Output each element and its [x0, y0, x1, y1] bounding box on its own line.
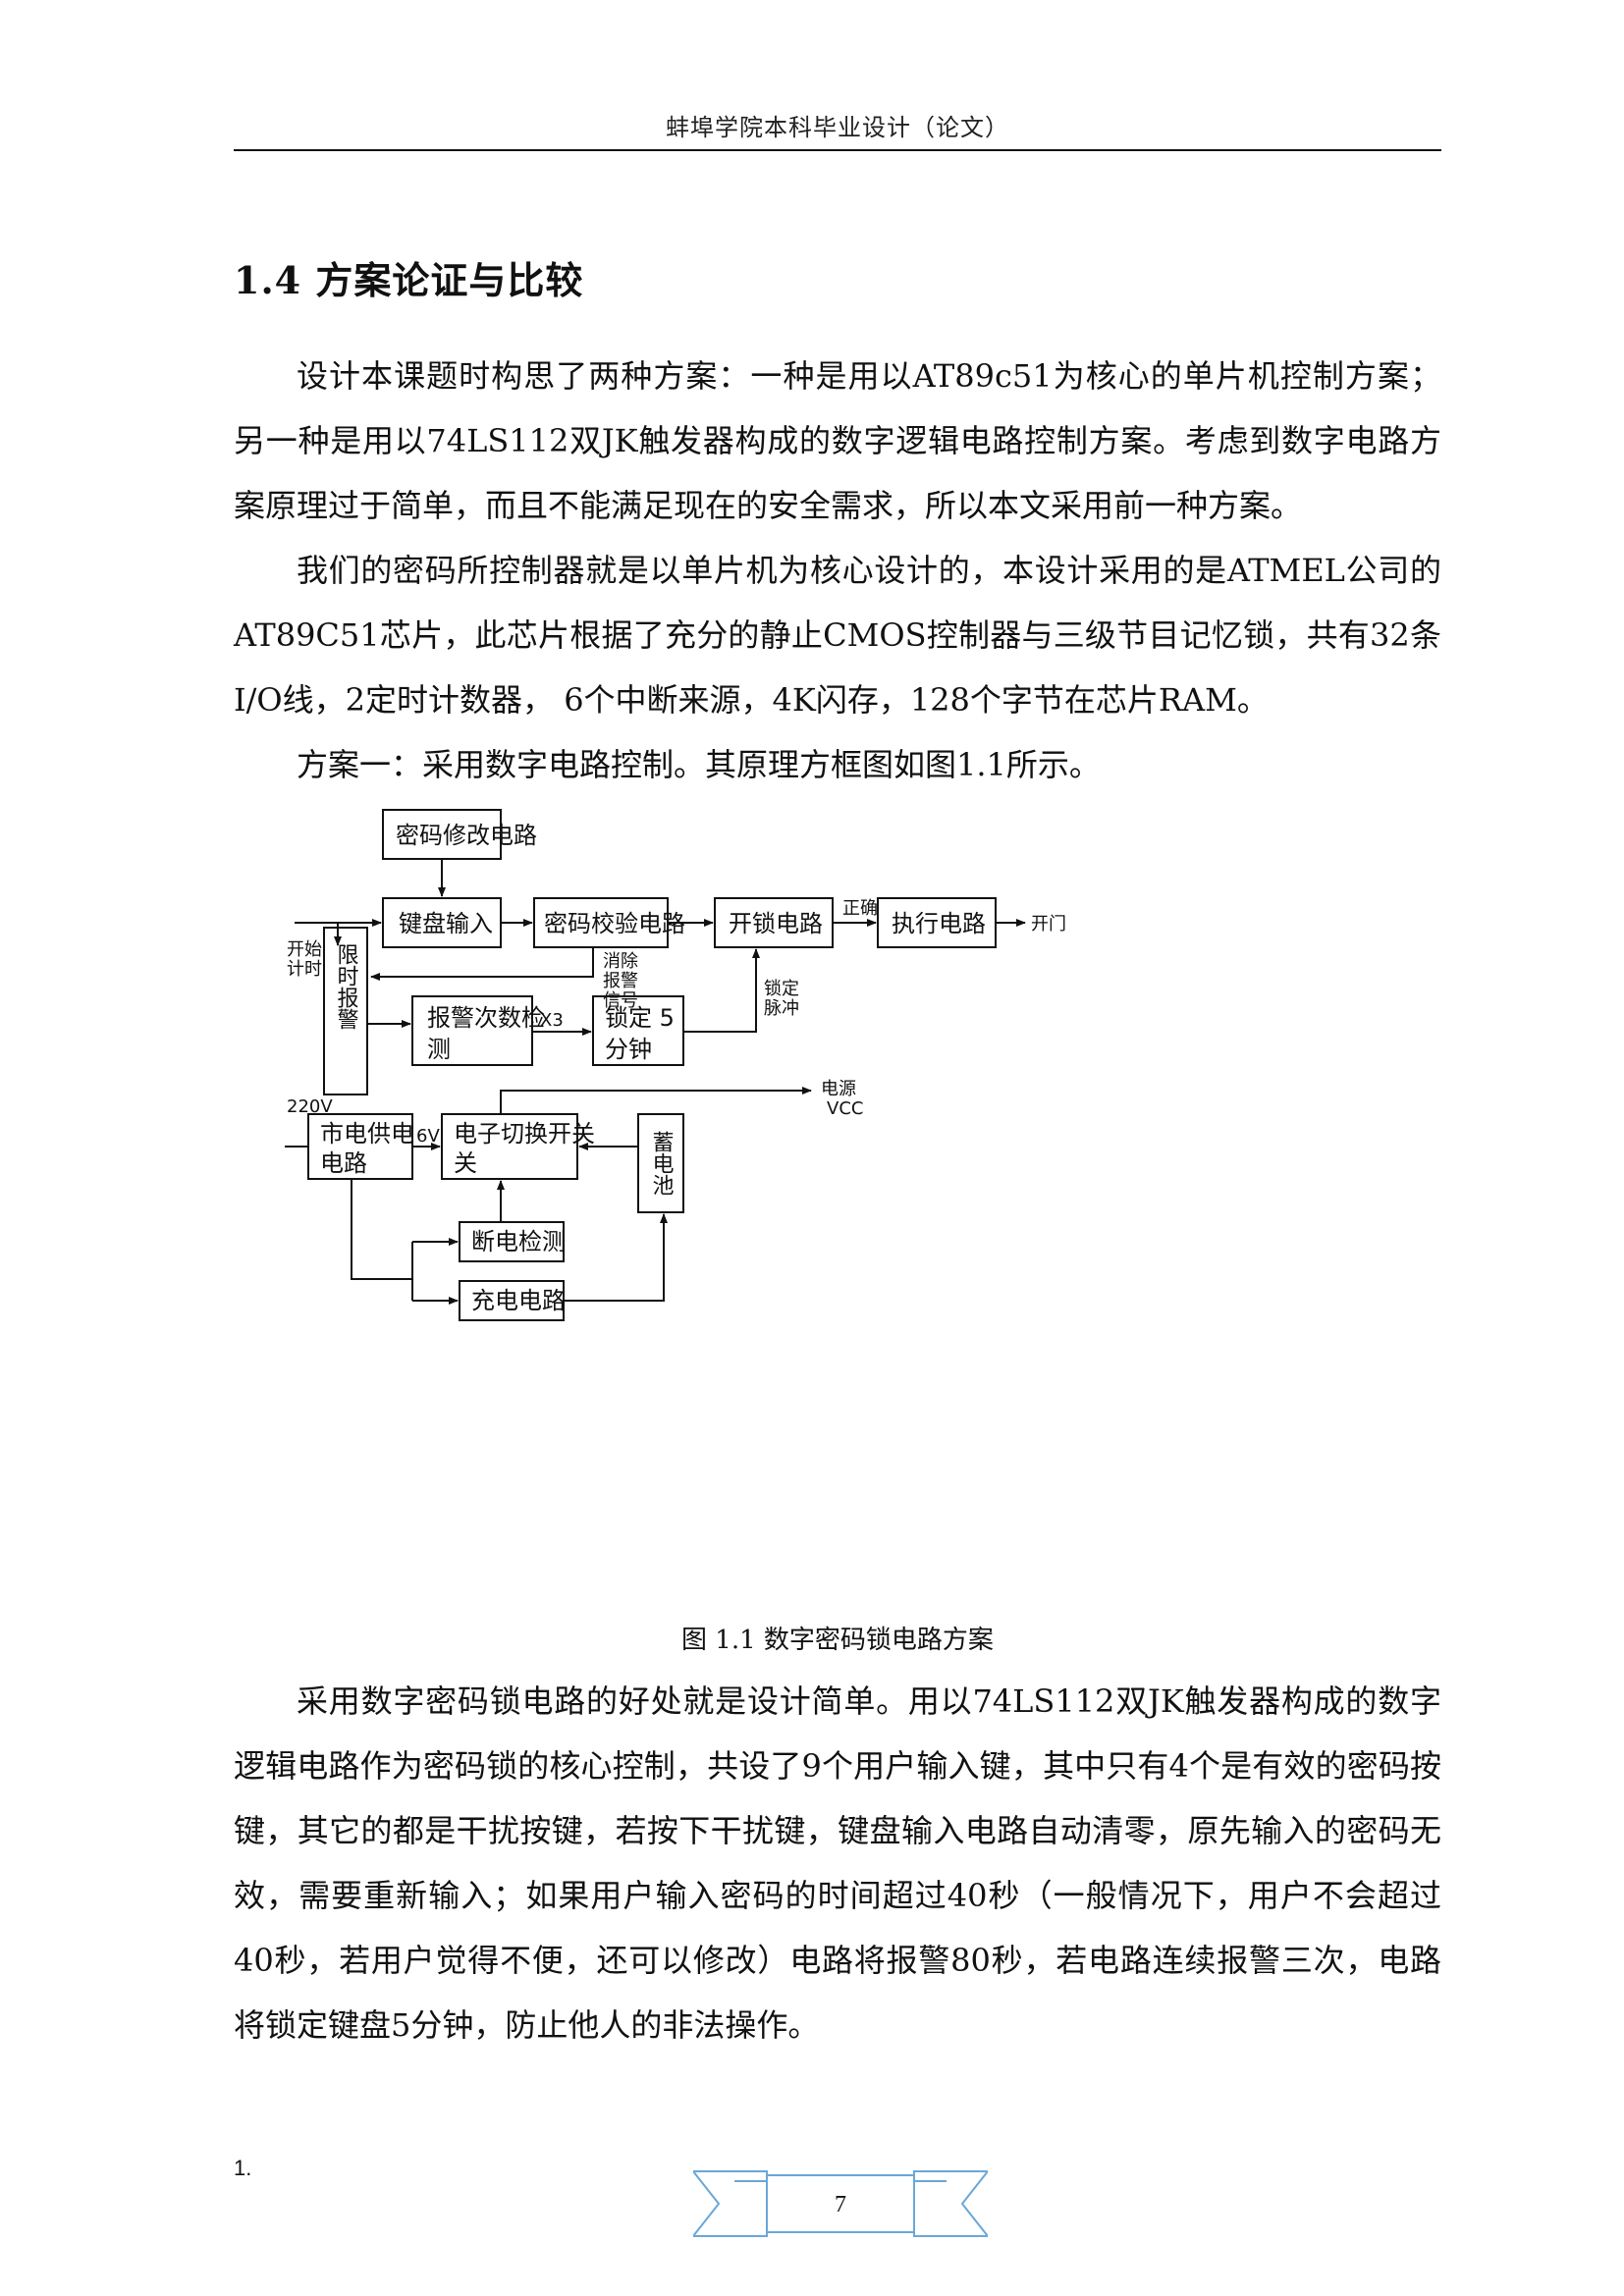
label-pwd-check: 密码校验电路 — [544, 910, 685, 937]
label-alarm-count-1: 报警次数检 — [427, 1004, 545, 1032]
label-pwd-modify: 密码修改电路 — [396, 822, 537, 849]
block-diagram: 密码修改电路 键盘输入 密码校验电路 开锁电路 执行电路 报警次数检 测 锁定 … — [285, 809, 1066, 1321]
label-lock-5min-1: 锁定 5 — [605, 1004, 675, 1032]
label-clear-alarm-3: 信号 — [603, 990, 638, 1011]
page-number-ribbon: 7 — [693, 2170, 988, 2237]
label-start-timing-1: 开始 — [287, 939, 322, 960]
paragraph-1: 设计本课题时构思了两种方案：一种是用以AT89c51为核心的单片机控制方案；另一… — [234, 357, 1441, 524]
box-power-fail-detect — [459, 1221, 565, 1262]
label-6v: 6V — [416, 1126, 440, 1147]
label-lock-pulse-2: 脉冲 — [764, 998, 799, 1019]
label-unlock: 开锁电路 — [729, 910, 823, 937]
label-power-fail-detect: 断电检测 — [471, 1228, 566, 1255]
label-start-timing-2: 计时 — [287, 959, 322, 980]
label-correct: 正确 — [842, 898, 878, 919]
label-execute: 执行电路 — [892, 910, 986, 937]
label-limit-alarm: 限时报警 — [334, 943, 359, 1030]
label-charging: 充电电路 — [471, 1287, 566, 1314]
label-power-2: VCC — [827, 1098, 863, 1119]
label-lock-pulse-1: 锁定 — [764, 979, 799, 999]
label-alarm-count-2: 测 — [427, 1036, 451, 1063]
label-electronic-switch-2: 关 — [454, 1149, 477, 1177]
label-electronic-switch-1: 电子切换开关 — [454, 1120, 595, 1148]
section-title: 1.4 方案论证与比较 — [234, 258, 584, 302]
label-keyboard-input: 键盘输入 — [399, 910, 493, 937]
page-number: 7 — [835, 2192, 846, 2217]
paragraph-3: 方案一：采用数字电路控制。其原理方框图如图1.1所示。 — [297, 746, 1101, 783]
footnote-marker: 1. — [234, 2156, 252, 2180]
running-header: 蚌埠学院本科毕业设计（论文） — [666, 114, 1009, 141]
label-mains-supply-1: 市电供电 — [320, 1120, 414, 1148]
label-mains-supply-2: 电路 — [320, 1149, 367, 1177]
paragraph-2: 我们的密码所控制器就是以单片机为核心设计的，本设计采用的是ATMEL公司的AT8… — [234, 552, 1441, 719]
label-power-1: 电源 — [821, 1079, 856, 1099]
header-divider — [234, 149, 1441, 151]
label-battery: 蓄电池 — [649, 1131, 675, 1196]
figure-caption: 图 1.1 数字密码锁电路方案 — [681, 1626, 994, 1655]
box-limit-alarm — [323, 927, 368, 1095]
label-lock-5min-2: 分钟 — [605, 1036, 652, 1063]
paragraph-4: 采用数字密码锁电路的好处就是设计简单。用以74LS112双JK触发器构成的数字逻… — [234, 1682, 1441, 2044]
box-battery — [637, 1113, 684, 1213]
box-electronic-switch — [441, 1113, 578, 1180]
label-clear-alarm-1: 消除 — [603, 951, 638, 972]
label-times3: X3 — [540, 1010, 564, 1031]
label-220v: 220V — [287, 1096, 333, 1117]
label-open-door: 开门 — [1031, 914, 1066, 934]
label-clear-alarm-2: 报警 — [603, 971, 638, 991]
